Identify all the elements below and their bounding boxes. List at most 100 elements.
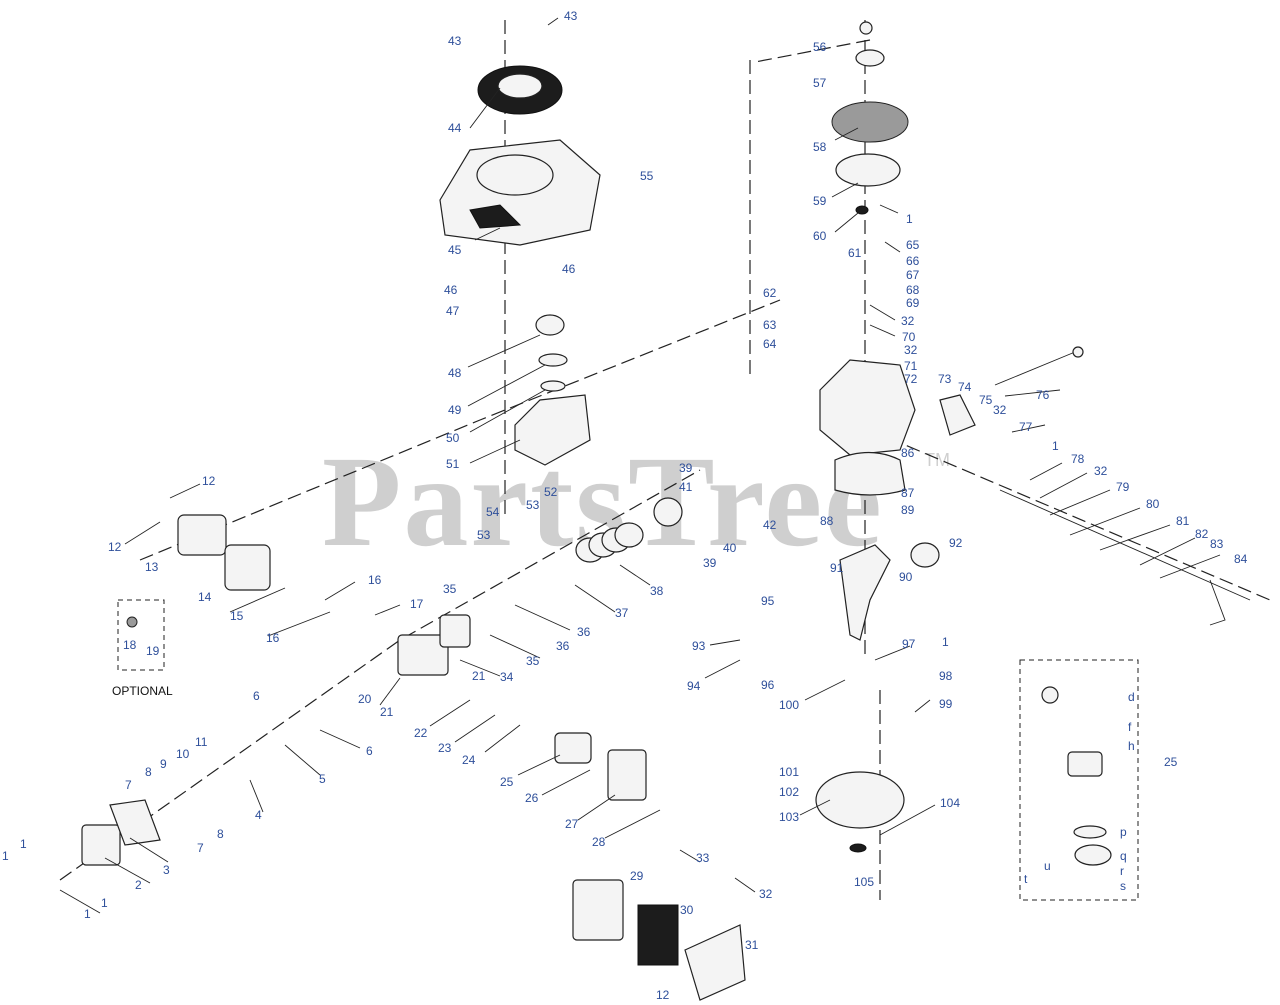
callout-82: 82 [1195, 527, 1209, 541]
callout-1: 1 [101, 896, 108, 910]
callout-1: 1 [942, 635, 949, 649]
callout-32: 32 [904, 343, 918, 357]
callout-90: 90 [899, 570, 913, 584]
callout-21: 21 [380, 705, 394, 719]
callout-35: 35 [443, 582, 457, 596]
callout-51: 51 [446, 457, 460, 471]
callout-71: 71 [904, 359, 918, 373]
callout-86: 86 [901, 446, 915, 460]
callout-12: 12 [656, 988, 670, 1002]
callout-70: 70 [902, 330, 916, 344]
callout-57: 57 [813, 76, 827, 90]
callout-60: 60 [813, 229, 827, 243]
callout-55: 55 [640, 169, 654, 183]
carburetor-detail-inset [1019, 659, 1139, 901]
callout-105: 105 [854, 875, 874, 889]
callout-44: 44 [448, 121, 462, 135]
air-filter [572, 879, 746, 1001]
callout-39: 39 [679, 461, 693, 475]
callout-13: 13 [145, 560, 159, 574]
callout-9: 9 [160, 757, 167, 771]
control-linkage [994, 346, 1251, 626]
flywheel-assembly [831, 21, 909, 215]
callout-h: h [1128, 739, 1135, 753]
fuel-tank [514, 314, 591, 466]
callout-92: 92 [949, 536, 963, 550]
callout-27: 27 [565, 817, 579, 831]
callout-21: 21 [472, 669, 486, 683]
callout-5: 5 [319, 772, 326, 786]
callout-32: 32 [993, 403, 1007, 417]
callout-12: 12 [202, 474, 216, 488]
callout-97: 97 [902, 637, 916, 651]
callout-1: 1 [2, 849, 9, 863]
callout-17: 17 [410, 597, 424, 611]
callout-34: 34 [500, 670, 514, 684]
callout-78: 78 [1071, 452, 1085, 466]
callout-1: 1 [1052, 439, 1059, 453]
callout-65: 65 [906, 238, 920, 252]
callout-r: r [1120, 864, 1124, 878]
callout-labels: 43 43 44 45 46 46 47 48 49 50 51 52 53 5… [2, 9, 1248, 1002]
callout-7: 7 [125, 778, 132, 792]
callout-95: 95 [761, 594, 775, 608]
callout-102: 102 [779, 785, 799, 799]
callout-31: 31 [745, 938, 759, 952]
callout-p: p [1120, 825, 1127, 839]
callout-88: 88 [820, 514, 834, 528]
callout-32: 32 [1094, 464, 1108, 478]
callout-16: 16 [368, 573, 382, 587]
callout-104: 104 [940, 796, 960, 810]
callout-79: 79 [1116, 480, 1130, 494]
callout-u: u [1044, 859, 1051, 873]
muffler-parts [81, 514, 271, 866]
callout-6: 6 [253, 689, 260, 703]
cylinder-head [397, 614, 471, 676]
callout-94: 94 [687, 679, 701, 693]
callout-75: 75 [979, 393, 993, 407]
callout-87: 87 [901, 486, 915, 500]
callout-68: 68 [906, 283, 920, 297]
callout-73: 73 [938, 372, 952, 386]
callout-29: 29 [630, 869, 644, 883]
callout-62: 62 [763, 286, 777, 300]
callout-3: 3 [163, 863, 170, 877]
callout-25: 25 [500, 775, 514, 789]
callout-1: 1 [84, 907, 91, 921]
callout-53: 53 [477, 528, 491, 542]
callout-d: d [1128, 690, 1135, 704]
callout-30: 30 [680, 903, 694, 917]
callout-2: 2 [135, 878, 142, 892]
callout-72: 72 [904, 372, 918, 386]
callout-7: 7 [197, 841, 204, 855]
callout-16: 16 [266, 631, 280, 645]
callout-18: 18 [123, 638, 137, 652]
callout-t: t [1024, 872, 1028, 886]
callout-4: 4 [255, 808, 262, 822]
callout-74: 74 [958, 380, 972, 394]
callout-40: 40 [723, 541, 737, 555]
callout-46: 46 [444, 283, 458, 297]
callout-32: 32 [901, 314, 915, 328]
recoil-starter [477, 65, 563, 115]
callout-89: 89 [901, 503, 915, 517]
callout-83: 83 [1210, 537, 1224, 551]
callout-42: 42 [763, 518, 777, 532]
callout-leaders [59, 17, 1221, 914]
optional-spark-arrestor [117, 599, 165, 671]
callout-66: 66 [906, 254, 920, 268]
callout-99: 99 [939, 697, 953, 711]
callout-26: 26 [525, 791, 539, 805]
callout-43: 43 [448, 34, 462, 48]
callout-12: 12 [108, 540, 122, 554]
callout-64: 64 [763, 337, 777, 351]
callout-25: 25 [1164, 755, 1178, 769]
callout-19: 19 [146, 644, 160, 658]
callout-11: 11 [195, 735, 208, 749]
callout-101: 101 [779, 765, 799, 779]
callout-6: 6 [366, 744, 373, 758]
callout-67: 67 [906, 268, 920, 282]
callout-28: 28 [592, 835, 606, 849]
callout-56: 56 [813, 40, 827, 54]
